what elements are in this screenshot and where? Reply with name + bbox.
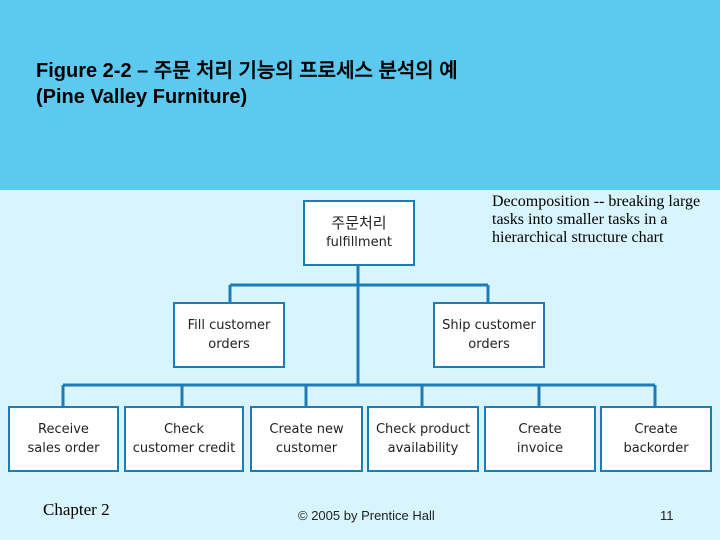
page-number: 11 xyxy=(660,508,674,523)
node-label-line1: Create xyxy=(518,422,562,437)
node-label-line2: backorder xyxy=(623,441,689,456)
node-label-line1: Check xyxy=(163,422,204,437)
node-label-line1: Check product xyxy=(375,422,471,437)
node-label-line2: orders xyxy=(208,337,250,352)
node-label-line2: invoice xyxy=(516,441,564,456)
node-create-invoice: Create invoice xyxy=(484,406,596,472)
chapter-label: Chapter 2 xyxy=(43,500,110,519)
node-check-product-availability: Check product availability xyxy=(367,406,479,472)
node-label-line2: customer credit xyxy=(132,441,236,456)
node-label-line1: Fill customer xyxy=(187,318,271,333)
node-create-new-customer: Create new customer xyxy=(250,406,363,472)
node-label-line1: Ship customer xyxy=(442,318,536,333)
node-label-line1: Create new xyxy=(269,422,344,437)
slide-title: Figure 2-2 – 주문 처리 기능의 프로세스 분석의 예 (Pine … xyxy=(36,58,458,110)
node-receive-sales-order: Receive sales order xyxy=(8,406,119,472)
node-order-fulfillment: 주문처리 fulfillment xyxy=(303,200,415,266)
node-ship-customer-orders: Ship customer orders xyxy=(433,302,545,368)
decomposition-note: Decomposition -- breaking large tasks in… xyxy=(492,193,701,246)
node-label-line2: orders xyxy=(468,337,510,352)
node-label-line1: 주문처리 xyxy=(331,214,387,232)
title-band xyxy=(0,0,720,190)
node-fill-customer-orders: Fill customer orders xyxy=(173,302,285,368)
node-label-line2: availability xyxy=(387,441,459,456)
slide-title-line1: Figure 2-2 – 주문 처리 기능의 프로세스 분석의 예 xyxy=(36,60,458,82)
node-check-customer-credit: Check customer credit xyxy=(124,406,244,472)
node-label-line1: Receive xyxy=(38,422,89,437)
copyright-notice: © 2005 by Prentice Hall xyxy=(298,508,435,523)
node-label-line1: Create xyxy=(634,422,678,437)
node-label-line2: fulfillment xyxy=(326,235,392,250)
node-label-line2: sales order xyxy=(27,441,100,456)
node-label-line2: customer xyxy=(275,441,338,456)
node-create-backorder: Create backorder xyxy=(600,406,712,472)
slide-title-line2: (Pine Valley Furniture) xyxy=(36,86,248,108)
